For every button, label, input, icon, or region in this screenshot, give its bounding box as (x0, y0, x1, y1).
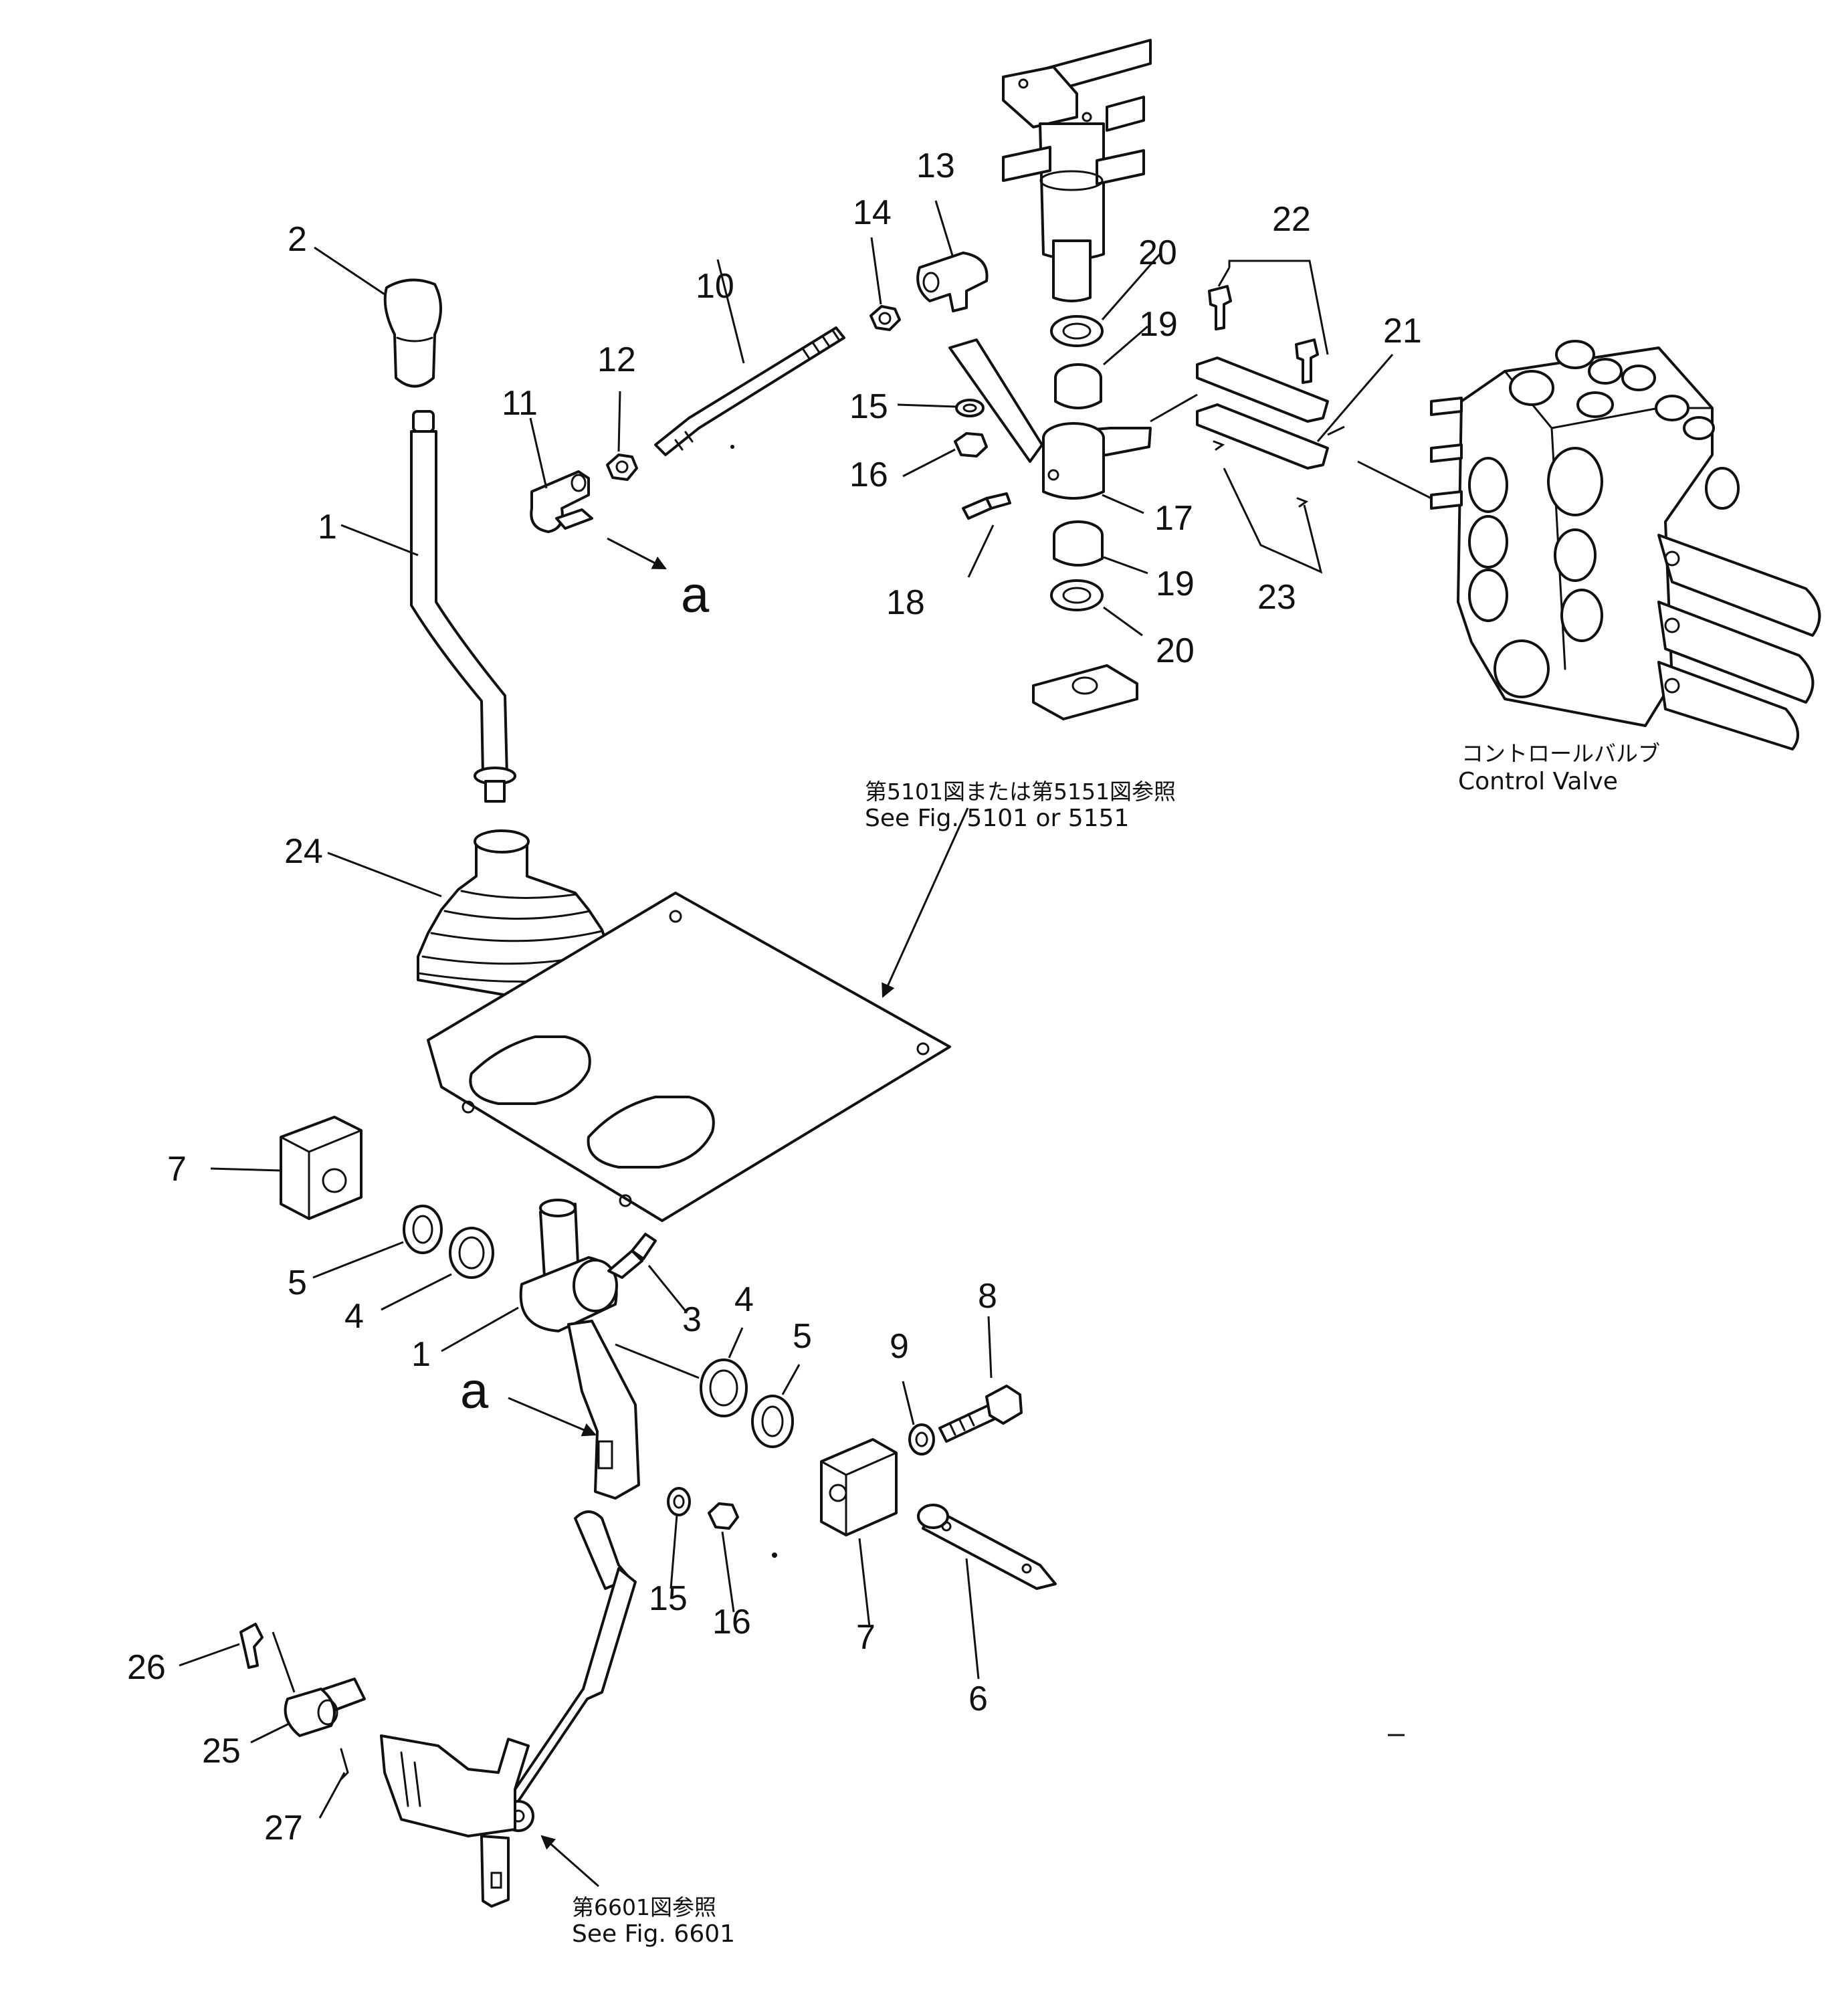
callout-22: 22 (1272, 200, 1311, 239)
callout-9: 9 (890, 1327, 909, 1366)
callout-1-upper: 1 (318, 508, 337, 546)
part-knob (383, 278, 442, 388)
part-rod (654, 326, 845, 456)
part-upper-post (1002, 39, 1152, 302)
part-link-bolts (1208, 285, 1319, 384)
part-bearing-upper (1054, 363, 1102, 409)
callout-16-upper: 16 (849, 456, 888, 494)
part-bearing-left (449, 1227, 494, 1279)
marker-a-lower: a (460, 1363, 489, 1419)
part-bracket (380, 1734, 530, 1908)
callout-19-upper: 19 (1139, 305, 1178, 344)
callout-15-upper: 15 (849, 387, 888, 426)
part-seal-left (403, 1205, 443, 1254)
callout-19-lower: 19 (1156, 565, 1195, 603)
callout-8: 8 (978, 1277, 997, 1316)
callout-7-left: 7 (167, 1150, 187, 1189)
callout-5-left: 5 (288, 1264, 307, 1302)
part-seal-right (751, 1395, 794, 1448)
part-floor-plate (427, 892, 951, 1222)
part-lower-lever (519, 1199, 640, 1500)
callout-5-right: 5 (793, 1317, 812, 1356)
part-nut-upper-right (869, 305, 901, 331)
part-arm (948, 338, 1152, 500)
callout-1-lower: 1 (411, 1335, 431, 1374)
part-link-plates (1196, 357, 1329, 470)
marker-a-upper: a (681, 567, 710, 623)
valve-label-jp: コントロールバルブ (1461, 740, 1660, 767)
leader-lines (179, 200, 1432, 1888)
callout-4-left: 4 (344, 1297, 364, 1336)
reference-notes: 第5101図または第5151図参照 See Fig. 5101 or 5151 … (572, 740, 1660, 1948)
part-bearing-lower-stack (1053, 520, 1104, 567)
control-valve (1430, 340, 1821, 750)
callout-21: 21 (1383, 312, 1422, 350)
part-link-pins (1213, 440, 1309, 508)
part-washer-lower (667, 1487, 691, 1516)
part-nut-lower (708, 1502, 739, 1530)
callout-11: 11 (502, 384, 538, 423)
part-washer-upper (955, 399, 985, 417)
part-upper-lever (410, 410, 516, 803)
callout-27: 27 (264, 1809, 303, 1847)
part-bolt (938, 1385, 1023, 1443)
part-block-left (280, 1116, 363, 1220)
callout-7-right: 7 (856, 1618, 876, 1657)
part-washer-bolt (908, 1423, 935, 1455)
callout-26: 26 (127, 1648, 166, 1687)
callout-15-lower: 15 (649, 1579, 688, 1618)
valve-label-en: Control Valve (1458, 768, 1618, 795)
callout-13: 13 (916, 146, 955, 185)
part-grease-nipple-upper (962, 492, 1011, 520)
link-ref-jp: 第6601図参照 (572, 1894, 716, 1920)
part-nut-upper-left (606, 454, 638, 481)
callout-25: 25 (202, 1732, 241, 1771)
callout-20-upper: 20 (1138, 233, 1177, 272)
callout-2: 2 (288, 220, 307, 259)
part-pin (917, 1504, 1057, 1590)
scan-specks (730, 445, 1405, 1736)
part-ball-joint-right (916, 251, 989, 312)
callout-12: 12 (597, 340, 636, 379)
callout-24: 24 (284, 832, 323, 871)
callout-6: 6 (968, 1680, 988, 1718)
part-link-lever (502, 1510, 637, 1832)
floor-ref-en: See Fig. 5101 or 5151 (865, 805, 1129, 832)
part-nut-upper (954, 432, 988, 458)
part-grease-nipple-lower (607, 1233, 657, 1279)
callout-23: 23 (1257, 578, 1296, 617)
link-ref-en: See Fig. 6601 (572, 1920, 735, 1948)
part-plate-lower (1032, 664, 1138, 720)
callout-10: 10 (696, 267, 734, 306)
callout-3: 3 (682, 1300, 702, 1339)
callout-4-right: 4 (734, 1280, 754, 1319)
part-ball-joint-left (530, 470, 593, 533)
callout-numbers: 1 1 2 3 4 4 5 5 6 7 7 8 9 10 11 12 13 14… (127, 146, 1422, 1847)
part-bearing-right (700, 1358, 748, 1417)
part-seal-upper (1050, 315, 1104, 347)
part-seal-lower-stack (1050, 579, 1104, 611)
part-cotter-pin (340, 1748, 349, 1781)
callout-17: 17 (1154, 499, 1193, 538)
part-block-right (820, 1438, 898, 1536)
callout-18: 18 (886, 583, 925, 622)
part-clevis (284, 1678, 366, 1737)
marker-letters: a a (460, 567, 710, 1419)
part-clevis-pin (239, 1623, 264, 1669)
callout-14: 14 (853, 193, 892, 232)
floor-ref-jp: 第5101図または第5151図参照 (865, 779, 1176, 805)
callout-16-lower: 16 (712, 1603, 751, 1641)
callout-20-lower: 20 (1156, 631, 1195, 670)
